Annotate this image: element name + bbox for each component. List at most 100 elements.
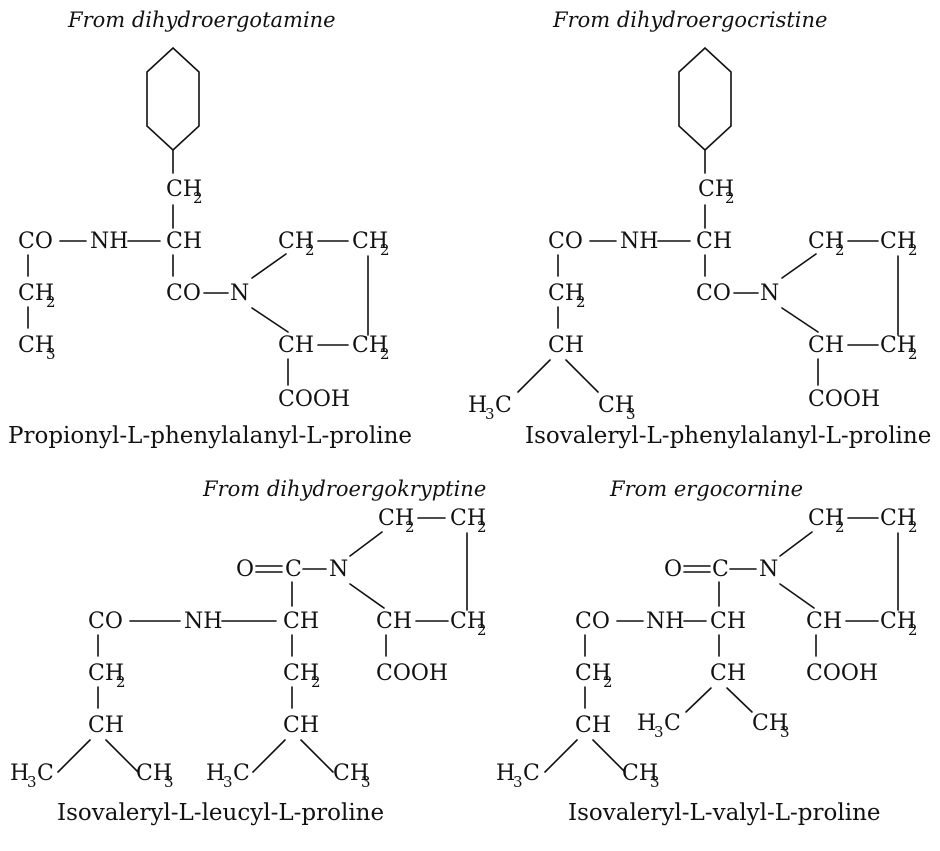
atom-label: CH bbox=[166, 177, 202, 202]
panel-dihydroergocristine: From dihydroergocristine CH 2 CO NH CH C… bbox=[468, 8, 931, 449]
atom-subscript: 2 bbox=[311, 673, 321, 691]
atom-label: CH bbox=[880, 506, 916, 531]
atom-subscript: 3 bbox=[223, 773, 233, 791]
atom-subscript: 2 bbox=[193, 189, 203, 207]
atom-label: CO bbox=[166, 281, 201, 306]
atom-subscript: 2 bbox=[835, 241, 845, 259]
atom-subscript: 3 bbox=[46, 345, 56, 363]
atom-label: CH bbox=[333, 761, 369, 786]
atom-label: CH bbox=[450, 506, 486, 531]
bond bbox=[517, 359, 551, 393]
atom-label: COOH bbox=[278, 387, 350, 412]
atom-label: CO bbox=[575, 609, 610, 634]
atom-label: CH bbox=[622, 761, 658, 786]
atom-subscript: 2 bbox=[477, 621, 487, 639]
atom-label: CH bbox=[698, 177, 734, 202]
atom-label: CH bbox=[880, 609, 916, 634]
atom-subscript: 3 bbox=[626, 405, 636, 423]
panel-dihydroergotamine: From dihydroergotamine CH 2 CO NH CH CH … bbox=[8, 8, 412, 449]
atom-label: O bbox=[236, 557, 254, 582]
atom-subscript: 3 bbox=[780, 723, 790, 741]
panel-3-compound-name: Isovaleryl-L-leucyl-L-proline bbox=[57, 800, 384, 826]
atom-label: COOH bbox=[376, 661, 448, 686]
atom-label: CH bbox=[548, 333, 584, 358]
atom-subscript: 2 bbox=[477, 518, 487, 536]
atom-label: CO bbox=[18, 229, 53, 254]
bond bbox=[57, 739, 91, 773]
atom-subscript: 2 bbox=[908, 345, 918, 363]
bond bbox=[726, 687, 753, 713]
panel-1-caption: From dihydroergotamine bbox=[67, 8, 336, 32]
atom-label: C bbox=[37, 761, 54, 786]
atom-label: CH bbox=[808, 229, 844, 254]
panel-4-caption: From ergocornine bbox=[609, 477, 803, 501]
panel-2-caption: From dihydroergocristine bbox=[552, 8, 827, 32]
bond bbox=[252, 739, 286, 773]
bond bbox=[349, 583, 385, 609]
atom-label: H bbox=[637, 711, 656, 736]
atom-label: CH bbox=[880, 229, 916, 254]
atom-label: H bbox=[496, 761, 515, 786]
atom-label: CH bbox=[136, 761, 172, 786]
atom-label: CH bbox=[88, 661, 124, 686]
atom-label: NH bbox=[90, 229, 128, 254]
atom-label: CH bbox=[278, 333, 314, 358]
atom-label: CH bbox=[808, 333, 844, 358]
atom-subscript: 2 bbox=[603, 673, 613, 691]
atom-label: CO bbox=[548, 229, 583, 254]
atom-label: CH bbox=[880, 333, 916, 358]
atom-subscript: 2 bbox=[908, 518, 918, 536]
atom-label: CH bbox=[278, 229, 314, 254]
atom-subscript: 2 bbox=[46, 293, 56, 311]
atom-subscript: 3 bbox=[513, 773, 523, 791]
bond bbox=[592, 739, 626, 773]
bond bbox=[544, 739, 578, 773]
atom-label: COOH bbox=[806, 661, 878, 686]
atom-label: N bbox=[329, 557, 348, 582]
atom-label: CH bbox=[283, 661, 319, 686]
panel-3-caption: From dihydroergokryptine bbox=[202, 477, 486, 501]
atom-label: N bbox=[760, 281, 779, 306]
atom-subscript: 3 bbox=[164, 773, 174, 791]
atom-label: CH bbox=[18, 281, 54, 306]
atom-subscript: 3 bbox=[361, 773, 371, 791]
atom-label: CH bbox=[808, 506, 844, 531]
atom-label: C bbox=[233, 761, 250, 786]
atom-label: CH bbox=[548, 281, 584, 306]
bond bbox=[349, 531, 383, 557]
atom-subscript: 2 bbox=[835, 518, 845, 536]
atom-label: H bbox=[206, 761, 225, 786]
atom-label: CH bbox=[378, 506, 414, 531]
atom-label: N bbox=[230, 281, 249, 306]
atom-label: CH bbox=[575, 661, 611, 686]
atom-label: CH bbox=[575, 713, 611, 738]
atom-subscript: 2 bbox=[380, 345, 390, 363]
panel-1-compound-name: Propionyl-L-phenylalanyl-L-proline bbox=[8, 423, 412, 449]
atom-label: CH bbox=[710, 609, 746, 634]
atom-subscript: 2 bbox=[380, 241, 390, 259]
atom-label: H bbox=[10, 761, 29, 786]
atom-label: C bbox=[712, 557, 729, 582]
atom-label: CH bbox=[283, 609, 319, 634]
atom-label: CH bbox=[450, 609, 486, 634]
atom-label: C bbox=[664, 711, 681, 736]
atom-label: NH bbox=[620, 229, 658, 254]
atom-label: CO bbox=[88, 609, 123, 634]
benzene-ring bbox=[146, 46, 200, 152]
atom-label: CH bbox=[598, 393, 634, 418]
atom-label: H bbox=[468, 393, 487, 418]
atom-subscript: 2 bbox=[908, 241, 918, 259]
atom-label: O bbox=[664, 557, 682, 582]
atom-subscript: 2 bbox=[116, 673, 126, 691]
panel-dihydroergokryptine: From dihydroergokryptine CH 2 CH 2 O C N… bbox=[10, 477, 487, 826]
bond bbox=[781, 253, 817, 279]
atom-label: CH bbox=[696, 229, 732, 254]
atom-subscript: 3 bbox=[27, 773, 37, 791]
benzene-ring bbox=[678, 46, 732, 152]
atom-subscript: 2 bbox=[576, 293, 586, 311]
atom-label: C bbox=[495, 393, 512, 418]
panel-2-compound-name: Isovaleryl-L-phenylalanyl-L-proline bbox=[525, 423, 931, 449]
atom-label: N bbox=[759, 557, 778, 582]
bond bbox=[300, 739, 334, 773]
